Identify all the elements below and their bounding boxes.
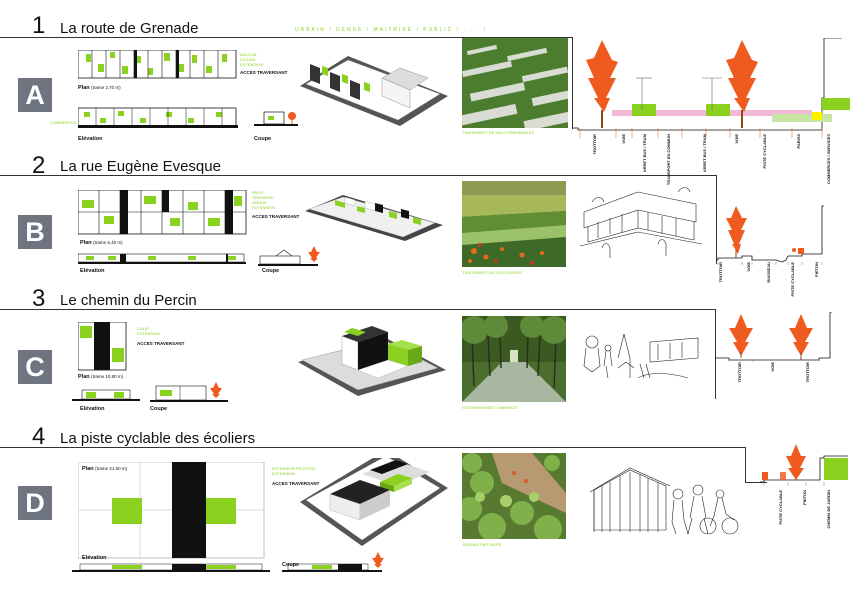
plan-drawing (78, 190, 247, 235)
ground-photo (462, 453, 566, 539)
coupe-drawing (282, 552, 384, 572)
street-label: COMMERCES / SERVICES (826, 134, 831, 184)
section-number: 2 (32, 152, 46, 179)
section-frame (0, 37, 572, 128)
plan-label: Plan (trame 2,70 m) (78, 85, 121, 91)
section-title: La piste cyclable des écoliers (60, 430, 256, 447)
section-letter-badge: D (18, 486, 52, 520)
section-number: 3 (32, 285, 46, 312)
sketch (583, 333, 699, 379)
acces-label: ACCES TRAVERSANT (272, 481, 320, 486)
section-title: La route de Grenade (60, 20, 199, 37)
sketch (579, 187, 703, 258)
tagline: URBAIN / DENSE / MAITRISE / PUBLIC / . .… (295, 27, 488, 33)
photo-caption: TRAITEMENT DE SOLS PERMÉABLES (462, 130, 535, 135)
coupe-drawing (150, 382, 228, 402)
plan-drawing (78, 322, 127, 371)
coupe-label: Coupe (254, 136, 272, 142)
plan-label: Plan (trame 10,80 m) (78, 374, 124, 380)
street-section (716, 205, 824, 265)
street-section (715, 312, 832, 362)
street-label: RUISSEAU (766, 262, 771, 283)
street-label: VOIE (621, 134, 626, 144)
acces-label: ACCES TRAVERSANT (252, 214, 300, 219)
elevation-drawing (72, 563, 270, 572)
coupe-drawing (254, 111, 298, 126)
street-label: PIETON (802, 490, 807, 505)
street-label: TROTTOIR (737, 362, 742, 383)
plan-drawing (78, 462, 265, 559)
photo-caption: TRAITEMENT DE SOLS DIVERS (462, 270, 522, 275)
street-label: ARRET BUS / TRAM (702, 134, 707, 173)
street-section (572, 38, 850, 138)
street-label: CHEMIN DE JARDIN (826, 490, 831, 529)
street-label: TROTTOIR (592, 134, 597, 155)
street-label: ARRET BUS / TRAM (642, 134, 647, 173)
street-label: PISTE CYCLABLE (762, 134, 767, 169)
sketch (589, 467, 739, 535)
street-label: PISTE CYCLABLE (790, 262, 795, 297)
street-label: VOIE (746, 262, 751, 272)
elevation-label: Elévation (82, 555, 107, 561)
elevation-label: Elévation (80, 268, 105, 274)
street-label: TROTTOIR (718, 262, 723, 283)
elevation-label: Elévation (80, 406, 105, 412)
axonometric-model (300, 56, 448, 126)
axonometric-model (300, 458, 448, 546)
section-letter-badge: B (18, 215, 52, 249)
street-label: VOIE (770, 362, 775, 372)
elevation-drawing (72, 389, 140, 401)
photo-caption: STATIONNEMENT OMBRAGÉ (462, 405, 518, 410)
section-number: 1 (32, 12, 46, 39)
street-label: TROTTOIR (805, 362, 810, 383)
acces-label: ACCES TRAVERSANT (137, 341, 185, 346)
photo-caption: JARDINS PARTAGÉS (462, 542, 502, 547)
street-label: PISTE CYCLABLE (778, 490, 783, 525)
section-number: 4 (32, 423, 46, 450)
ground-photo (462, 316, 566, 402)
street-label: PARVIS (796, 134, 801, 149)
section-frame (0, 309, 716, 399)
plan-label: Plan (trame 21,60 m) (82, 466, 128, 472)
acces-label: ACCES TRAVERSANT (240, 70, 288, 75)
commerces-label: COMMERCES (50, 120, 77, 125)
coupe-label: Coupe (282, 562, 300, 568)
section-title: La rue Eugène Evesque (60, 158, 221, 175)
plan-drawing (78, 50, 237, 79)
plan-label: Plan (trame 5,40 m) (80, 240, 123, 246)
elevation-drawing (78, 253, 246, 264)
section-frame (0, 175, 717, 264)
section-frame (0, 447, 746, 483)
elevation-label: Elévation (78, 136, 103, 142)
elevation-drawing (78, 107, 238, 128)
section-letter-badge: C (18, 350, 52, 384)
section-letter-badge: A (18, 78, 52, 112)
street-label: PIETON (814, 262, 819, 277)
ground-photo (462, 38, 568, 128)
axonometric-model (298, 326, 446, 396)
section-title: Le chemin du Percin (60, 292, 197, 309)
coupe-label: Coupe (150, 406, 168, 412)
street-label: VOIE (734, 134, 739, 144)
ground-photo (462, 181, 566, 267)
axonometric-model (305, 195, 443, 241)
street-section (760, 444, 848, 486)
coupe-label: Coupe (262, 268, 280, 274)
coupe-drawing (258, 246, 320, 266)
